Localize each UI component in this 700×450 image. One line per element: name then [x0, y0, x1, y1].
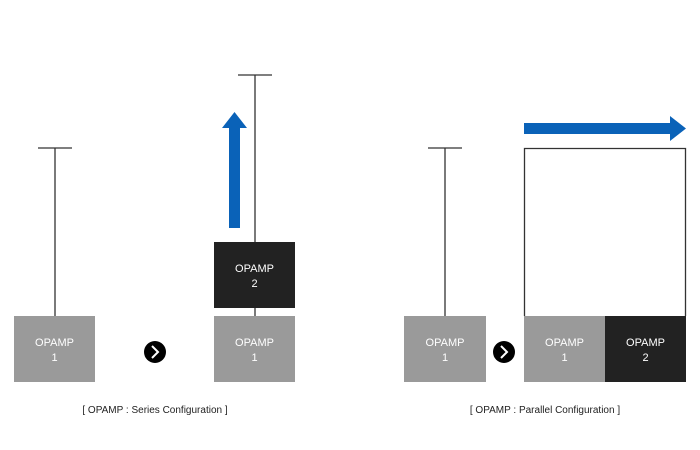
opamp-1-box — [404, 316, 486, 382]
series-after: OPAMP 2 OPAMP 1 — [214, 74, 295, 382]
opamp-2-box — [605, 316, 686, 382]
chevron-right-circle-icon — [493, 341, 515, 363]
series-before: OPAMP 1 — [14, 147, 95, 382]
chevron-right-circle-icon — [144, 341, 166, 363]
opamp-name: OPAMP — [235, 263, 274, 275]
opamp-number: 1 — [251, 352, 257, 364]
opamp-number: 1 — [561, 352, 567, 364]
opamp-1-box — [524, 316, 605, 382]
parallel-caption: [ OPAMP : Parallel Configuration ] — [470, 405, 620, 416]
series-caption: [ OPAMP : Series Configuration ] — [82, 405, 227, 416]
opamp-name: OPAMP — [626, 337, 665, 349]
opamp-name: OPAMP — [545, 337, 584, 349]
opamp-2-box — [214, 242, 295, 308]
opamp-number: 2 — [251, 278, 257, 290]
arrow-right-icon — [524, 116, 686, 141]
opamp-number: 1 — [51, 352, 57, 364]
opamp-number: 2 — [642, 352, 648, 364]
parallel-after: OPAMP 1 OPAMP 2 — [523, 116, 687, 382]
opamp-1-box — [14, 316, 95, 382]
opamp-number: 1 — [442, 352, 448, 364]
opamp-name: OPAMP — [235, 337, 274, 349]
arrow-up-icon — [222, 112, 247, 228]
parallel-before: OPAMP 1 — [404, 147, 486, 382]
width-outline — [523, 147, 687, 316]
opamp-name: OPAMP — [35, 337, 74, 349]
opamp-1-box — [214, 316, 295, 382]
opamp-name: OPAMP — [426, 337, 465, 349]
